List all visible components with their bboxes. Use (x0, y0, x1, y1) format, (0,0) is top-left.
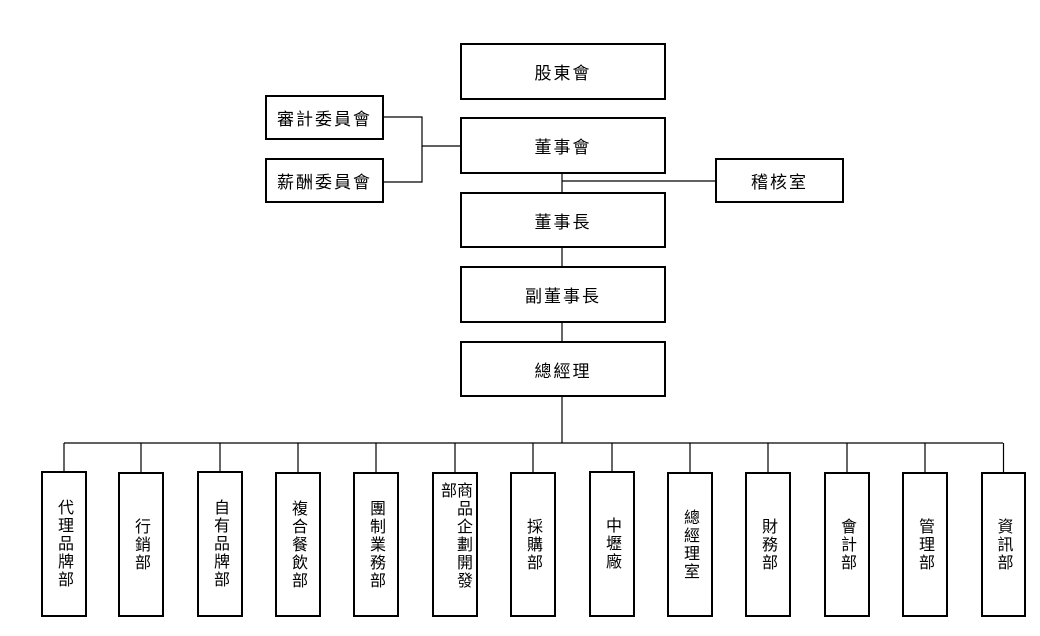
department-label: 總經理室 (681, 508, 700, 581)
department-box-5: 商品企劃開發部 (432, 472, 478, 617)
connector-remuneration-committee (383, 146, 423, 183)
department-label: 中壢廠 (603, 517, 622, 571)
board-box: 董事會 (460, 117, 666, 174)
department-label: 管理部 (916, 517, 935, 572)
general-manager-label: 總經理 (534, 361, 592, 382)
department-label: 行銷部 (132, 517, 151, 572)
department-box-1: 行銷部 (118, 472, 164, 617)
shareholders-label: 股東會 (534, 64, 592, 84)
department-box-6: 採購部 (510, 472, 556, 617)
department-label: 代理品牌部 (55, 499, 74, 589)
department-box-8: 總經理室 (667, 472, 713, 617)
department-box-9: 財務部 (745, 472, 791, 617)
department-label: 團制業務部 (367, 499, 386, 590)
department-label: 採購部 (524, 517, 543, 572)
audit-committee-label: 審計委員會 (277, 110, 372, 130)
department-label: 商品企劃開發部 (438, 482, 473, 590)
department-label: 資訊部 (994, 517, 1014, 572)
chairman-box: 董事長 (460, 192, 666, 248)
department-box-3: 複合餐飲部 (275, 472, 321, 617)
internal-audit-box: 稽核室 (715, 158, 844, 203)
department-label: 複合餐飲部 (289, 499, 308, 590)
connector-audit-committee (383, 116, 460, 147)
remuneration-committee-box: 薪酬委員會 (265, 158, 384, 203)
department-label: 財務部 (759, 517, 778, 572)
department-box-4: 團制業務部 (353, 472, 399, 617)
general-manager-box: 總經理 (460, 341, 666, 397)
department-box-2: 自有品牌部 (197, 471, 243, 617)
department-box-7: 中壢廠 (589, 471, 635, 617)
internal-audit-label: 稽核室 (751, 173, 808, 193)
vice-chairman-label: 副董事長 (525, 287, 601, 307)
department-box-11: 管理部 (902, 472, 948, 617)
department-label: 自有品牌部 (211, 499, 230, 589)
department-label: 會計部 (838, 517, 857, 572)
department-box-12: 資訊部 (981, 472, 1026, 617)
chairman-label: 董事長 (534, 212, 592, 233)
department-box-10: 會計部 (824, 472, 870, 617)
audit-committee-box: 審計委員會 (265, 95, 384, 140)
remuneration-committee-label: 薪酬委員會 (277, 173, 372, 193)
board-label: 董事會 (534, 138, 592, 158)
vice-chairman-box: 副董事長 (460, 266, 666, 323)
shareholders-box: 股東會 (460, 43, 666, 100)
department-box-0: 代理品牌部 (41, 471, 87, 617)
